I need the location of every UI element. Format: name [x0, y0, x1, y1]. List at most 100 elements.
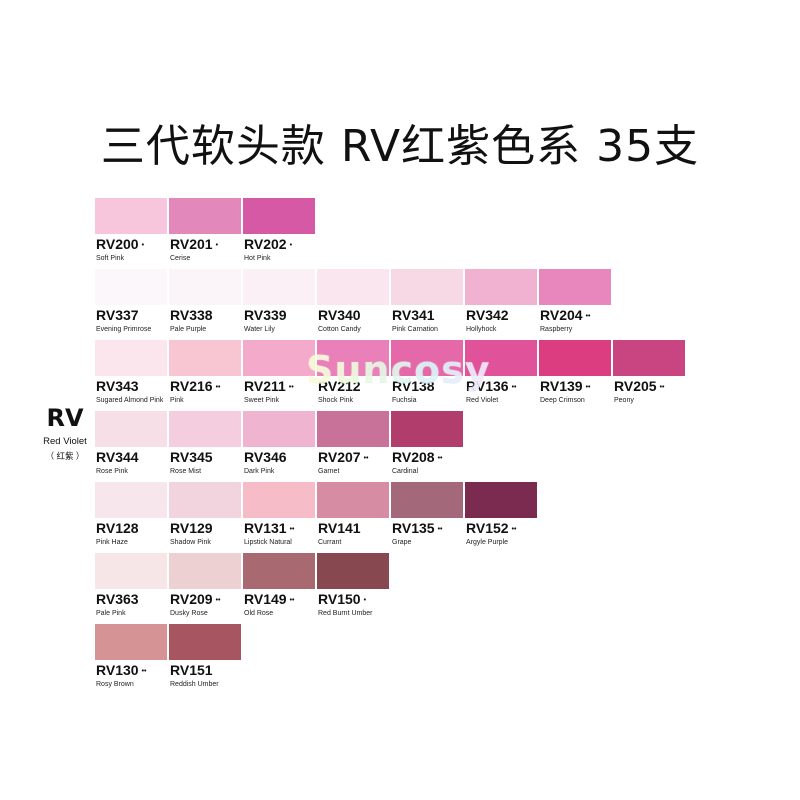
nib-dots-icon: •• — [363, 455, 369, 462]
color-swatch — [95, 482, 167, 518]
color-code-text: RV151 — [170, 662, 213, 678]
color-swatch-card: RV135••Grape — [391, 482, 463, 552]
color-code-text: RV202 — [244, 236, 287, 252]
color-name: Dark Pink — [244, 468, 275, 475]
color-code: RV204•• — [540, 307, 590, 325]
color-code-text: RV150 — [318, 591, 361, 607]
color-code-text: RV342 — [466, 307, 509, 323]
color-swatch — [169, 340, 241, 376]
color-swatch — [465, 340, 537, 376]
color-code: RV139•• — [540, 378, 590, 396]
color-name: Raspberry — [540, 326, 573, 333]
color-swatch-card: RV204••Raspberry — [539, 269, 611, 339]
color-swatch — [95, 198, 167, 234]
color-swatch — [317, 340, 389, 376]
color-code: RV130•• — [96, 662, 146, 680]
color-swatch — [169, 482, 241, 518]
nib-dots-icon: •• — [659, 384, 665, 391]
color-swatch — [317, 269, 389, 305]
color-code: RV151 — [170, 662, 213, 678]
color-swatch — [169, 411, 241, 447]
color-code-text: RV216 — [170, 378, 213, 394]
nib-dots-icon: •• — [437, 526, 443, 533]
color-code-text: RV200 — [96, 236, 139, 252]
color-code: RV338 — [170, 307, 213, 323]
color-swatch — [391, 482, 463, 518]
color-swatch-card: RV136••Red Violet — [465, 340, 537, 410]
color-swatch-card: RV130••Rosy Brown — [95, 624, 167, 694]
color-swatch — [317, 553, 389, 589]
color-code: RV136•• — [466, 378, 516, 396]
nib-dots-icon: •• — [215, 384, 221, 391]
color-name: Soft Pink — [96, 255, 125, 262]
color-code: RV211•• — [244, 378, 294, 396]
color-name: Shadow Pink — [170, 539, 211, 546]
color-code-text: RV149 — [244, 591, 287, 607]
color-swatch-card: RV212Shock Pink — [317, 340, 389, 410]
color-name: Rosy Brown — [96, 681, 134, 688]
color-code-text: RV138 — [392, 378, 435, 394]
color-swatch-card: RV150•Red Burnt Umber — [317, 553, 389, 623]
color-name: Dusky Rose — [170, 610, 208, 617]
color-name: Garnet — [318, 468, 340, 475]
nib-dots-icon: •• — [215, 597, 221, 604]
color-name: Hollyhock — [466, 326, 497, 333]
color-name: Peony — [614, 397, 634, 404]
color-code-text: RV131 — [244, 520, 287, 536]
color-swatch-card: RV208••Cardinal — [391, 411, 463, 481]
color-swatch — [391, 269, 463, 305]
color-swatch — [243, 411, 315, 447]
nib-dots-icon: • — [215, 242, 219, 249]
color-swatch — [95, 269, 167, 305]
color-swatch-card: RV216••Pink — [169, 340, 241, 410]
color-swatch — [465, 269, 537, 305]
series-name-cn: （ 红紫 ） — [45, 451, 85, 461]
color-code: RV135•• — [392, 520, 442, 538]
color-code: RV216•• — [170, 378, 220, 396]
color-name: Rose Pink — [96, 468, 128, 475]
color-code: RV207•• — [318, 449, 368, 467]
color-name: Cerise — [170, 255, 191, 262]
color-name: Lipstick Natural — [244, 539, 292, 546]
color-name: Fuchsia — [392, 397, 417, 404]
color-swatch — [243, 198, 315, 234]
color-swatch — [613, 340, 685, 376]
nib-dots-icon: •• — [141, 668, 147, 675]
color-code: RV345 — [170, 449, 213, 465]
nib-dots-icon: •• — [511, 526, 517, 533]
series-code: RV — [46, 404, 84, 432]
color-name: Evening Primrose — [96, 326, 152, 333]
color-code: RV342 — [466, 307, 509, 323]
nib-dots-icon: •• — [585, 384, 591, 391]
nib-dots-icon: • — [363, 597, 367, 604]
color-code: RV141 — [318, 520, 361, 536]
color-code: RV205•• — [614, 378, 664, 396]
nib-dots-icon: •• — [289, 597, 295, 604]
color-code-text: RV212 — [318, 378, 361, 394]
color-code: RV200• — [96, 236, 144, 254]
color-swatch-card: RV209•• Dusky Rose — [169, 553, 241, 623]
color-name: Cotton Candy — [318, 326, 361, 333]
color-swatch — [391, 340, 463, 376]
color-swatch — [169, 553, 241, 589]
color-name: Cardinal — [392, 468, 419, 475]
color-code: RV202• — [244, 236, 292, 254]
color-swatch-card: RV152••Argyle Purple — [465, 482, 537, 552]
color-swatch — [169, 624, 241, 660]
color-code: RV340 — [318, 307, 361, 323]
color-code-text: RV209 — [170, 591, 213, 607]
color-name: Shock Pink — [318, 397, 354, 404]
color-code: RV341 — [392, 307, 435, 323]
